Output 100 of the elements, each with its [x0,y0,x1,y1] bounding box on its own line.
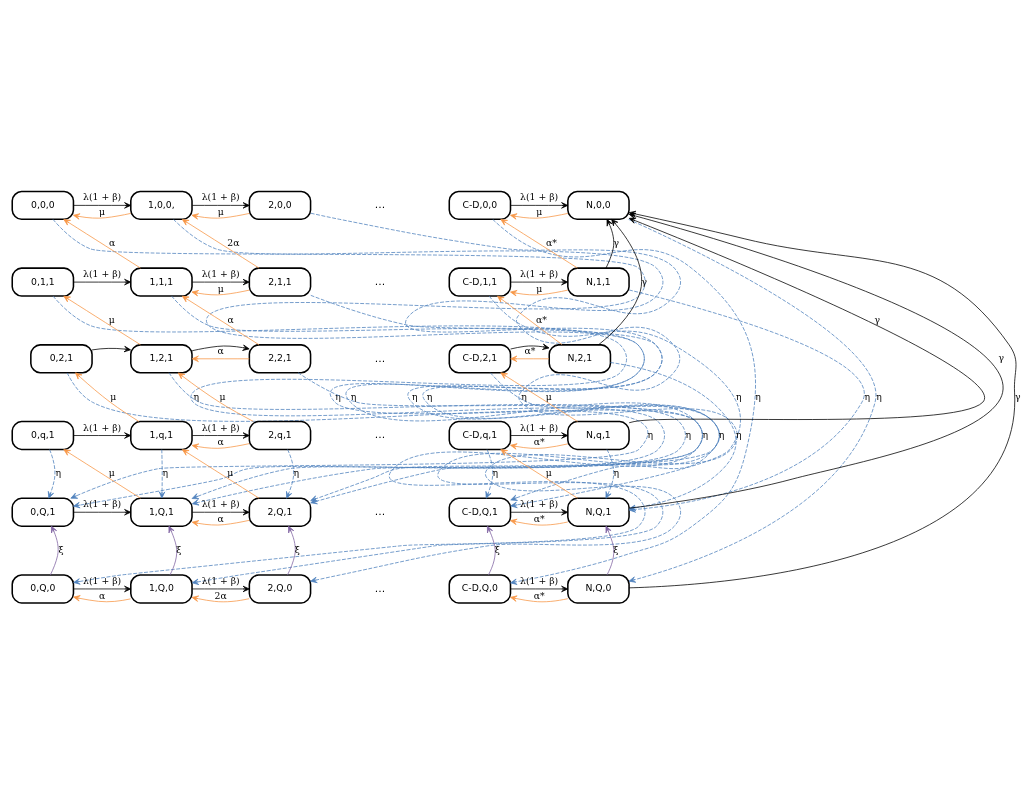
node-box: N,2,1 [548,343,612,374]
edge-label: η [647,428,654,440]
arrow [181,218,260,268]
edge-label: 2α [214,589,227,601]
edge-label: μ [219,390,226,402]
arrow [628,217,984,423]
arrow [605,448,615,499]
edge-label: η [718,428,725,440]
arrow [605,525,615,575]
edge-label: λ(1 + β) [201,267,240,279]
node-box: N,0,0 [567,190,630,220]
arrow [73,278,132,285]
arrow [598,218,642,345]
edge-label: η [426,390,433,402]
label: ... [374,504,386,518]
node-box: N,q,1 [567,420,630,450]
edge-label: λ(1 + β) [520,574,559,586]
arrow [497,295,563,345]
edge-label: γ [874,313,881,325]
edge-label: λ(1 + β) [201,421,240,433]
arrow [73,212,132,220]
edge-label: η [685,428,692,440]
edge-label: α* [533,435,545,447]
arrow [510,431,569,439]
arrow [73,585,132,592]
edge-label: η [492,466,499,478]
arrow [510,585,569,592]
edge-label: μ [108,466,115,478]
edge-label: α* [524,344,536,356]
edge-label: η [335,390,341,402]
node-box: 0,Q,0 [11,573,75,604]
node-box: C-D,1,1 [448,266,512,297]
edge-label: α* [546,236,558,248]
arrow [488,295,741,508]
edge-label: α [227,313,234,325]
edge-label: λ(1 + β) [520,267,559,279]
node-box: C-D,0,0 [448,190,512,220]
arrow [510,343,550,350]
node-box: N,Q,1 [567,497,630,527]
edge-label: μ [217,282,224,294]
arrow [287,525,296,575]
node-box: 0,0,0 [11,190,75,220]
arrow [91,345,131,352]
node-box: 1,2,1 [130,343,193,374]
arrow [191,519,250,526]
edge-label: ξ [294,543,300,555]
label: ... [374,274,386,288]
label: ... [374,427,386,441]
edge-label: λ(1 + β) [520,190,559,202]
arrow [63,218,141,268]
arrow [510,212,569,220]
edge-label: η [293,466,300,478]
arrow [500,218,578,268]
node-box: C-D,q,1 [448,420,512,450]
arrow [510,355,550,362]
arrow [510,289,569,296]
node-box: 0,1,1 [11,266,75,297]
edge-label: ξ [613,543,619,555]
node-box: 1,1,1 [130,266,193,297]
node-box: N,1,1 [567,266,630,297]
arrow [63,448,141,499]
arrow [168,371,686,499]
arrow [191,289,250,296]
node-box: C-D,Q,0 [448,573,512,604]
arrow [286,448,295,499]
arrow [52,295,665,508]
edge-label: λ(1 + β) [83,574,122,586]
edge-label: λ(1 + β) [520,497,559,509]
arrow [191,355,250,362]
edge-label: μ [545,390,552,402]
arrow [52,218,703,585]
node-box: 2,q,1 [248,420,312,450]
label: ... [374,351,386,365]
arrow [168,525,178,575]
edge-label: γ [1014,390,1021,402]
node-box: 1,Q,1 [130,497,193,527]
node-box: 0,q,1 [11,420,75,450]
arrow [73,201,132,209]
label: ... [374,197,386,211]
node-box: C-D,Q,1 [448,497,512,527]
node-box: 1,Q,0 [130,573,193,604]
node-box: 2,2,1 [248,343,312,374]
arrow [191,201,250,209]
node-box: 0,Q,1 [11,497,75,527]
edge-label: μ [536,205,543,217]
arrow [500,371,578,422]
edge-label: λ(1 + β) [83,190,122,202]
arrow [181,295,260,345]
arrow [510,278,569,285]
node-box: 2,1,1 [248,266,312,297]
edge-label: λ(1 + β) [83,421,122,433]
arrow [492,218,756,585]
arrow [66,372,649,499]
edge-label: η [613,466,620,478]
edge-label: α* [533,589,545,601]
arrow [63,295,141,345]
arrow [191,431,250,439]
edge-label: η [412,390,418,402]
arrow [510,442,569,450]
edge-label: α [109,236,116,248]
